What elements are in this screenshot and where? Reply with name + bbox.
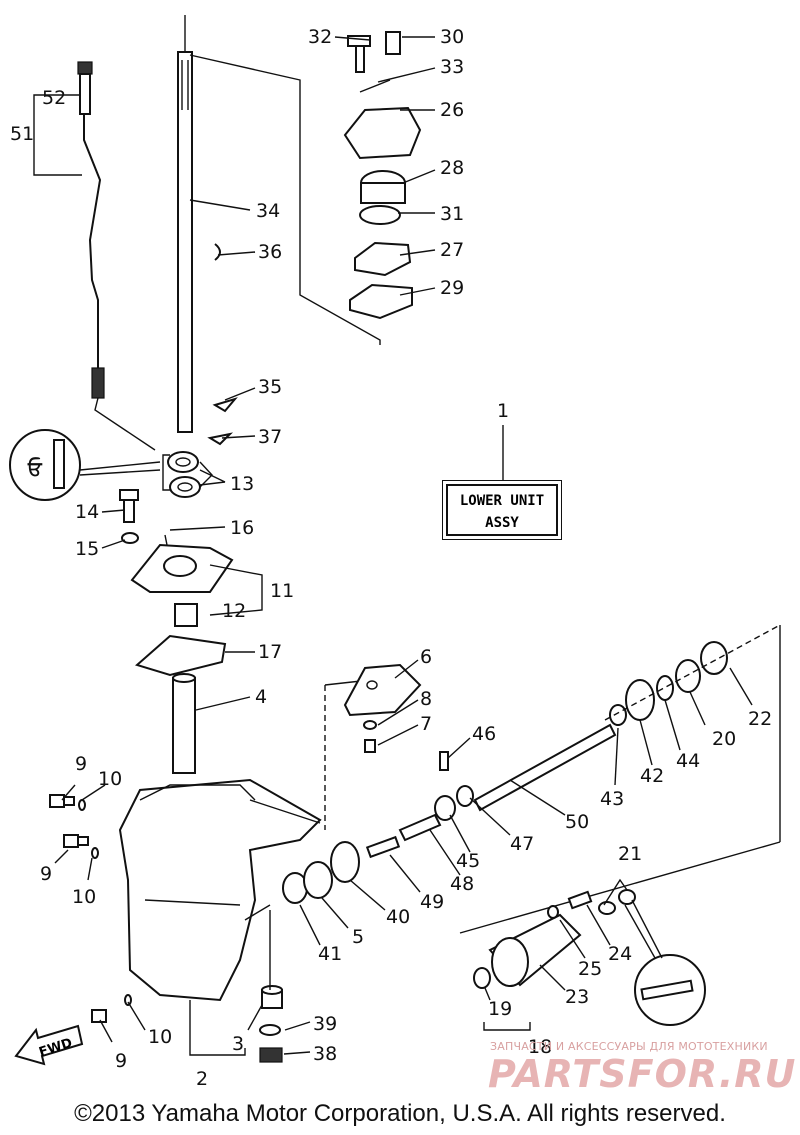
callout-50: 50 — [565, 811, 589, 833]
forward-gear-train — [282, 813, 442, 904]
water-inlet-cover — [343, 663, 422, 753]
callout-2: 2 — [196, 1068, 208, 1090]
svg-text:ਓ: ਓ — [27, 456, 43, 480]
callout-44: 44 — [676, 750, 700, 772]
callout-6: 6 — [420, 646, 432, 668]
callout-35: 35 — [258, 376, 282, 398]
assembly-label-line2: ASSY — [485, 515, 519, 531]
sealant-callout-lower — [624, 899, 706, 1026]
callout-14: 14 — [75, 501, 99, 523]
assembly-label-line1: LOWER UNIT — [459, 493, 545, 509]
casing-bolts — [49, 794, 132, 1023]
forward-arrow-icon: FWD — [14, 1024, 84, 1066]
callout-5: 5 — [352, 926, 364, 948]
callout-25: 25 — [578, 958, 602, 980]
clip-36 — [214, 243, 221, 261]
assembly-label: LOWER UNIT ASSY — [442, 480, 562, 540]
propeller-shaft — [434, 624, 781, 934]
callout-42: 42 — [640, 765, 664, 787]
callout-16: 16 — [230, 517, 254, 539]
callout-33: 33 — [440, 56, 464, 78]
callout-19: 19 — [488, 998, 512, 1020]
callout-41: 41 — [318, 943, 342, 965]
drain-parts — [259, 910, 283, 1063]
callout-31: 31 — [440, 203, 464, 225]
copyright-notice: ©2013 Yamaha Motor Corporation, U.S.A. A… — [74, 1100, 726, 1127]
callout-10a: 10 — [98, 768, 122, 790]
lower-casing — [118, 679, 371, 1056]
callout-18: 18 — [528, 1036, 552, 1058]
water-pump-stack — [343, 31, 422, 320]
oil-seals — [162, 451, 213, 498]
watermark-tagline: ЗАПЧАСТИ И АКСЕССУАРЫ ДЛЯ МОТОТЕХНИКИ — [490, 1040, 768, 1053]
clip-35 — [212, 397, 238, 413]
callout-11: 11 — [270, 580, 294, 602]
callout-52: 52 — [42, 87, 66, 109]
callout-29: 29 — [440, 277, 464, 299]
callout-9a: 9 — [75, 753, 87, 775]
callout-46: 46 — [472, 723, 496, 745]
callout-8: 8 — [420, 688, 432, 710]
callout-13: 13 — [230, 473, 254, 495]
callout-15: 15 — [75, 538, 99, 560]
callout-12: 12 — [222, 600, 246, 622]
callout-30: 30 — [440, 26, 464, 48]
callout-9b: 9 — [40, 863, 52, 885]
pump-housing-assembly — [119, 489, 234, 774]
callout-48: 48 — [450, 873, 474, 895]
callout-45: 45 — [456, 850, 480, 872]
callout-32: 32 — [308, 26, 332, 48]
callout-1: 1 — [497, 400, 509, 422]
callout-4: 4 — [255, 686, 267, 708]
callout-39: 39 — [313, 1013, 337, 1035]
callout-47: 47 — [510, 833, 534, 855]
callout-7: 7 — [420, 713, 432, 735]
callout-49: 49 — [420, 891, 444, 913]
callout-40: 40 — [386, 906, 410, 928]
callout-23: 23 — [565, 986, 589, 1008]
callout-26: 26 — [440, 99, 464, 121]
callout-20: 20 — [712, 728, 736, 750]
callout-43: 43 — [600, 788, 624, 810]
clip-37 — [207, 432, 234, 446]
watermark-logo: PARTSFOR.RU — [488, 1052, 797, 1096]
callout-3: 3 — [232, 1033, 244, 1055]
callout-10c: 10 — [148, 1026, 172, 1048]
callout-28: 28 — [440, 157, 464, 179]
callout-27: 27 — [440, 239, 464, 261]
callout-17: 17 — [258, 641, 282, 663]
leader-lines — [54, 36, 753, 1055]
callout-22: 22 — [748, 708, 772, 730]
bearing-housing — [473, 889, 636, 1031]
callout-51: 51 — [10, 123, 34, 145]
shift-rod — [33, 61, 156, 451]
callout-37: 37 — [258, 426, 282, 448]
callout-10b: 10 — [72, 886, 96, 908]
callout-9c: 9 — [115, 1050, 127, 1072]
sealant-callout: ਓ — [9, 429, 161, 501]
part-number-callouts: 1 2 3 4 5 6 7 8 9 9 9 10 10 10 11 12 13 … — [10, 26, 772, 1090]
callout-21: 21 — [618, 843, 642, 865]
callout-24: 24 — [608, 943, 632, 965]
shaft-leader — [189, 54, 381, 345]
callout-38: 38 — [313, 1043, 337, 1065]
drive-shaft — [177, 15, 193, 433]
callout-34: 34 — [256, 200, 280, 222]
callout-36: 36 — [258, 241, 282, 263]
